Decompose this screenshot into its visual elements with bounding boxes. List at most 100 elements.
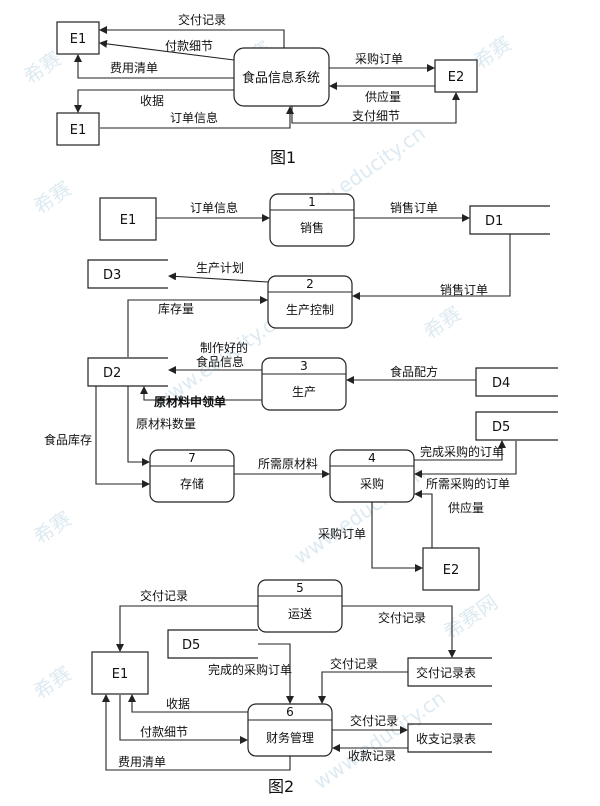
flow-label: 制作好的 [200,340,248,355]
flow-label: 交付记录 [178,12,226,27]
flow-label: 订单信息 [190,200,238,215]
entity-label: E1 [112,667,129,682]
flow-delivery-3 [318,671,408,704]
store-d2: D2 [87,357,168,387]
flow-material-qty [127,386,150,466]
flow-stock [127,296,268,357]
process-2-production-control: 2 生产控制 [267,275,353,329]
svg-text:财务管理: 财务管理 [266,730,314,745]
svg-text:4: 4 [368,451,376,465]
flow-label: 生产计划 [196,261,244,275]
store-d1: D1 [469,205,550,235]
svg-text:运送: 运送 [288,606,312,621]
flow-label: 原材料数量 [136,416,196,431]
flow-label: 原材料申领单 [154,394,226,409]
store-label: D4 [492,376,510,391]
entity-e1-b: E1 [91,651,149,695]
process-6-finance: 6 财务管理 [247,703,333,757]
store-ledger: 收支记录表 [407,723,492,753]
store-d5-b: D5 [167,629,258,659]
entity-e1-a: E1 [99,197,157,241]
entity-e1-bottom: E1 [56,112,100,146]
watermark-brand: 希赛 [29,176,76,219]
process-label: 食品信息系统 [242,70,320,86]
store-d3: D3 [87,259,168,289]
flow-needed-po [414,441,517,478]
flow-sales-order-2 [352,234,511,300]
entity-label: E1 [70,32,87,47]
flow-label: 供应量 [448,500,484,515]
svg-text:采购: 采购 [360,476,384,491]
store-label: D1 [485,214,503,229]
svg-text:生产: 生产 [292,385,316,399]
entity-e2: E2 [422,547,480,591]
flow-payment-detail [119,695,248,744]
flow-label: 完成的采购订单 [208,662,292,677]
flow-receipt [74,89,234,113]
flow-label: 食品配方 [390,364,438,379]
store-label: D2 [103,366,121,381]
entity-label: E2 [448,70,465,85]
store-d4: D4 [475,367,558,397]
flow-label: 费用清单 [118,755,166,769]
flow-delivery-1 [116,605,258,652]
flow-material-req [140,386,262,401]
svg-text:6: 6 [286,705,294,719]
flow-label: 交付记录 [350,713,398,728]
svg-text:生产控制: 生产控制 [286,303,334,317]
flow-label: 供应量 [365,89,401,104]
store-label: D3 [103,268,121,283]
flow-label: 采购订单 [355,51,403,66]
watermark-brand: 希赛 [29,661,76,704]
flow-label: 销售订单 [440,282,488,297]
flow-label: 订单信息 [170,110,218,125]
flow-label: 交付记录 [330,656,378,671]
flow-expense [102,694,291,771]
figure-1: E1 E1 E2 食品信息系统 交付记录 付款细节 费用清单 收据 订单信息 采… [56,12,478,167]
flow-done-po [414,440,506,461]
flow-prod-plan [168,272,269,283]
svg-text:7: 7 [188,451,196,465]
flow-order-info [100,106,294,129]
flow-expense [74,54,234,79]
flow-label: 所需采购的订单 [426,476,510,491]
flow-label: 支付细节 [352,109,400,123]
flow-label: 食品库存 [44,432,92,447]
figure-caption: 图1 [270,148,296,167]
process-3-production: 3 生产 [261,357,347,411]
svg-text:3: 3 [300,359,308,373]
svg-text:2: 2 [306,277,314,291]
watermark-brand: 希赛 [29,506,76,549]
flow-label: 交付记录 [140,588,188,603]
process-food-system: 食品信息系统 [233,47,330,107]
entity-label: E1 [70,123,87,138]
store-label: D5 [492,420,510,435]
svg-text:5: 5 [296,581,304,595]
flow-label: 采购订单 [318,526,366,541]
flow-label: 交付记录 [378,610,426,625]
process-5-delivery: 5 运送 [257,579,343,633]
flow-label: 食品信息 [196,354,244,369]
store-label: D5 [182,638,200,653]
process-7-storage: 7 存储 [149,449,235,503]
flow-pay-detail [291,92,460,124]
flow-receipt [128,694,248,713]
flow-label: 收据 [166,697,190,711]
flow-label: 收据 [140,94,164,108]
flow-label: 销售订单 [390,200,438,215]
flow-supply [414,490,433,548]
store-label: 交付记录表 [416,665,476,680]
store-d5-a: D5 [475,411,558,441]
flow-po [371,502,423,572]
process-1-sales: 1 销售 [269,193,355,247]
entity-label: E2 [443,563,460,578]
entity-e2: E2 [434,59,478,93]
flow-label: 完成采购的订单 [420,444,504,459]
flow-food-stock [95,386,150,488]
svg-text:1: 1 [308,195,316,209]
flow-label: 库存量 [158,301,194,316]
flow-label: 付款细节 [165,39,213,53]
store-delivery-table: 交付记录表 [407,657,492,687]
flow-label: 费用清单 [110,61,158,75]
